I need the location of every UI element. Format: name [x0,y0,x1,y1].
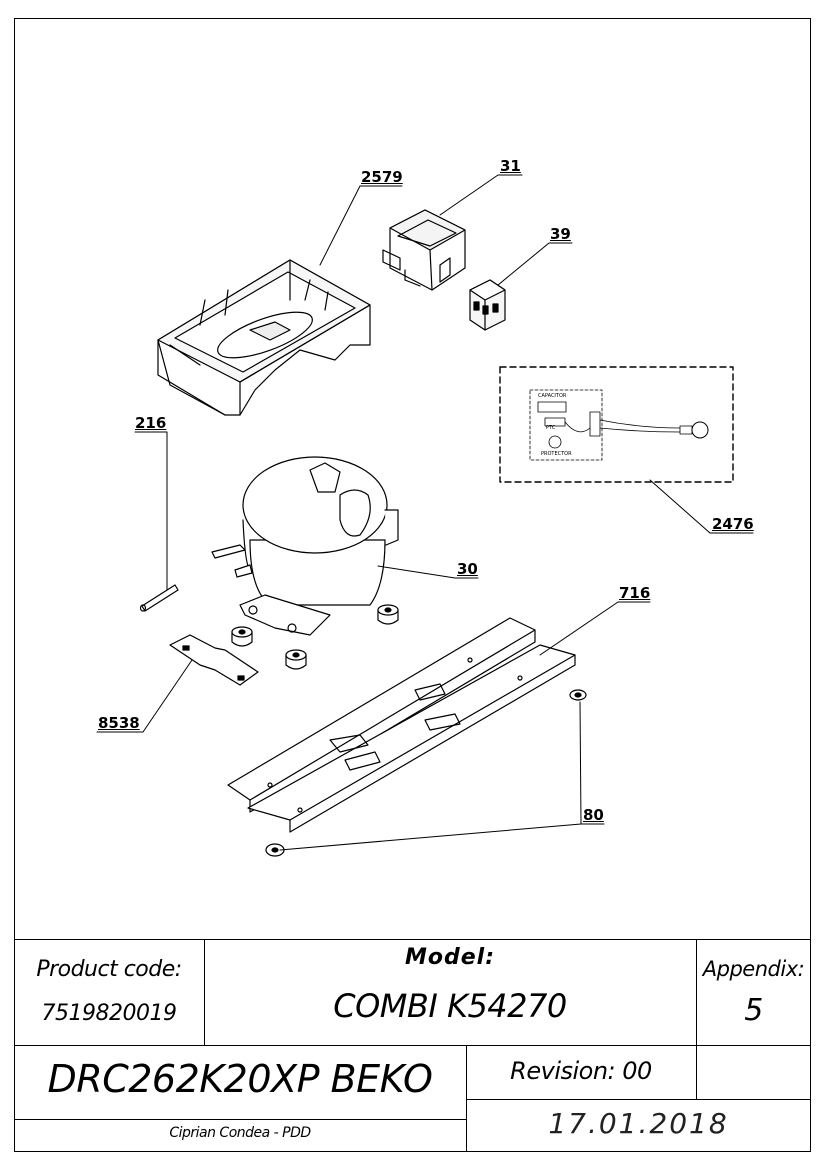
part-39-relay [469,279,506,331]
part-8538-plate [169,634,259,686]
drawing-frame [14,18,811,1152]
wiring-ptc-label: PTC [546,425,556,431]
callout-2476: 2476 [712,515,754,533]
title-block: Product code: 7519820019 Model: COMBI K5… [14,939,811,1152]
callout-216: 216 [135,414,167,432]
callout-31: 31 [500,157,521,175]
revision: Revision: 00 [510,1057,652,1085]
callout-8538: 8538 [98,714,140,732]
part-30-compressor [211,456,399,636]
appendix-value: 5 [744,993,763,1028]
callout-39: 39 [550,225,571,243]
part-31-relay-cover [382,209,466,291]
wiring-capacitor-label: CAPACITOR [538,393,567,399]
model-value: COMBI K54270 [333,987,567,1025]
leader-lines [96,174,754,851]
date: 17.01.2018 [548,1107,729,1140]
callout-30: 30 [457,560,478,578]
product-code-label: Product code: [36,957,182,982]
callout-80: 80 [583,806,604,824]
grommets [231,604,587,857]
callout-716: 716 [619,584,651,602]
author: Ciprian Condea - PDD [169,1125,311,1141]
part-2579-tray [157,259,371,416]
part-216-pipe [139,584,179,612]
product-code-value: 7519820019 [41,1001,177,1026]
part-2476-wiring-box [499,366,734,483]
part-716-rails [227,617,576,833]
callout-2579: 2579 [361,168,403,186]
model-label: Model: [404,945,495,970]
exploded-parts-drawing [96,174,754,857]
drawing-id: DRC262K20XP BEKO [47,1057,433,1101]
wiring-protector-label: PROTECTOR [541,451,572,457]
appendix-label: Appendix: [702,957,805,981]
